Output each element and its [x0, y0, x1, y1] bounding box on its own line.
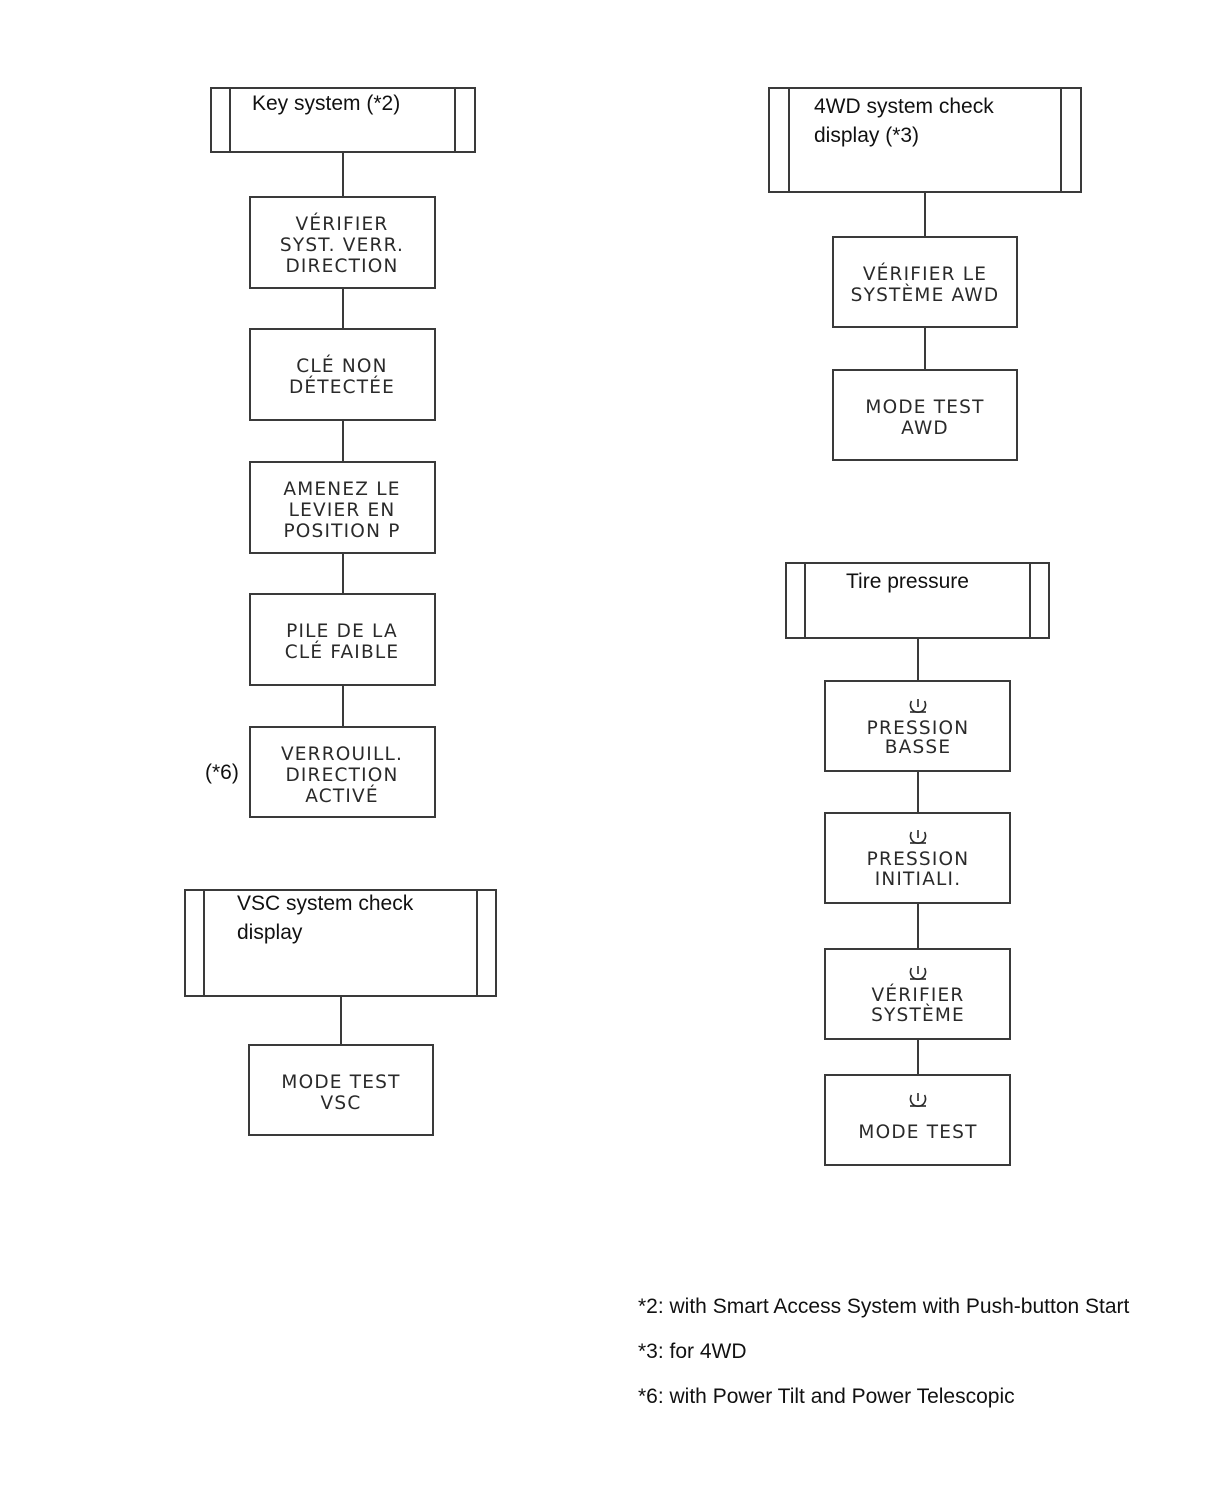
display-line: MODE TEST [858, 1122, 977, 1143]
display-box-pression-initiali: PRESSION INITIALI. [824, 812, 1011, 904]
display-box-pile-de-la-cle: PILE DE LA CLÉ FAIBLE [249, 593, 436, 686]
key-system-group: Key system (*2) VÉRIFIER SYST. VERR. DIR… [205, 87, 476, 818]
footnote-2: *2: with Smart Access System with Push-b… [638, 1295, 1130, 1318]
display-line: CLÉ NON [296, 355, 387, 377]
display-line: BASSE [885, 737, 952, 758]
display-line: DIRECTION [285, 765, 398, 786]
display-box-amenez-le-levier: AMENEZ LE LEVIER EN POSITION P [249, 461, 436, 554]
display-box-verifier-systeme: VÉRIFIER SYSTÈME [824, 948, 1011, 1040]
tire-pressure-warning-icon [909, 699, 927, 714]
awd-system-header: 4WD system check display (*3) [768, 87, 1082, 193]
display-box-cle-non-detectee: CLÉ NON DÉTECTÉE [249, 328, 436, 421]
display-box-mode-test-awd: MODE TEST AWD [832, 369, 1018, 461]
key-system-header-title: Key system (*2) [252, 92, 400, 115]
display-box-pression-basse: PRESSION BASSE [824, 680, 1011, 772]
display-box-verrouill-direction: VERROUILL. DIRECTION ACTIVÉ [249, 726, 436, 818]
display-line: PRESSION [867, 849, 970, 870]
footnotes: *2: with Smart Access System with Push-b… [638, 1295, 1130, 1408]
vsc-header-line: display [237, 921, 303, 944]
tire-pressure-warning-icon [909, 1093, 927, 1108]
key-system-header: Key system (*2) [210, 87, 476, 153]
display-line: AMENEZ LE [283, 479, 400, 500]
display-box-verifier-le-systeme-awd: VÉRIFIER LE SYSTÈME AWD [832, 236, 1018, 328]
display-line: POSITION P [283, 521, 400, 542]
display-line: SYSTÈME [871, 1004, 965, 1026]
display-line: MODE TEST [281, 1072, 400, 1093]
tire-pressure-header: Tire pressure [785, 562, 1050, 639]
display-line: LEVIER EN [289, 500, 396, 521]
display-box-mode-test: MODE TEST [824, 1074, 1011, 1166]
display-line: CLÉ FAIBLE [285, 641, 400, 663]
tire-pressure-group: Tire pressure PRESSION BASSE PRESSION [785, 562, 1050, 1166]
display-line: MODE TEST [865, 397, 984, 418]
display-line: INITIALI. [875, 869, 962, 890]
vsc-header-line: VSC system check [237, 892, 414, 915]
footnote-3: *3: for 4WD [638, 1340, 747, 1363]
display-line: SYST. VERR. [280, 235, 404, 256]
display-line: VÉRIFIER LE [863, 263, 987, 285]
display-line: PILE DE LA [286, 621, 398, 642]
display-line: VÉRIFIER [872, 984, 965, 1006]
display-line: VSC [321, 1093, 362, 1114]
footnote-ref-6: (*6) [205, 761, 239, 784]
display-line: PRESSION [867, 718, 970, 739]
tire-pressure-header-title: Tire pressure [846, 570, 969, 593]
display-box-verifier-syst-verr: VÉRIFIER SYST. VERR. DIRECTION [249, 196, 436, 289]
footnote-6: *6: with Power Tilt and Power Telescopic [638, 1385, 1015, 1408]
awd-system-group: 4WD system check display (*3) VÉRIFIER L… [768, 87, 1082, 461]
display-line: AWD [901, 418, 949, 439]
tire-pressure-warning-icon [909, 966, 927, 981]
tire-pressure-warning-icon [909, 830, 927, 845]
vsc-system-group: VSC system check display MODE TEST VSC [184, 889, 497, 1136]
vsc-system-header: VSC system check display [184, 889, 497, 997]
display-line: SYSTÈME AWD [851, 284, 1000, 306]
awd-header-line: display (*3) [814, 124, 919, 147]
display-line: VERROUILL. [281, 744, 403, 765]
display-line: DÉTECTÉE [289, 376, 395, 398]
display-line: VÉRIFIER [296, 213, 389, 235]
display-box-mode-test-vsc: MODE TEST VSC [248, 1044, 434, 1136]
awd-header-line: 4WD system check [814, 95, 994, 118]
display-line: ACTIVÉ [305, 785, 379, 807]
display-line: DIRECTION [285, 256, 398, 277]
